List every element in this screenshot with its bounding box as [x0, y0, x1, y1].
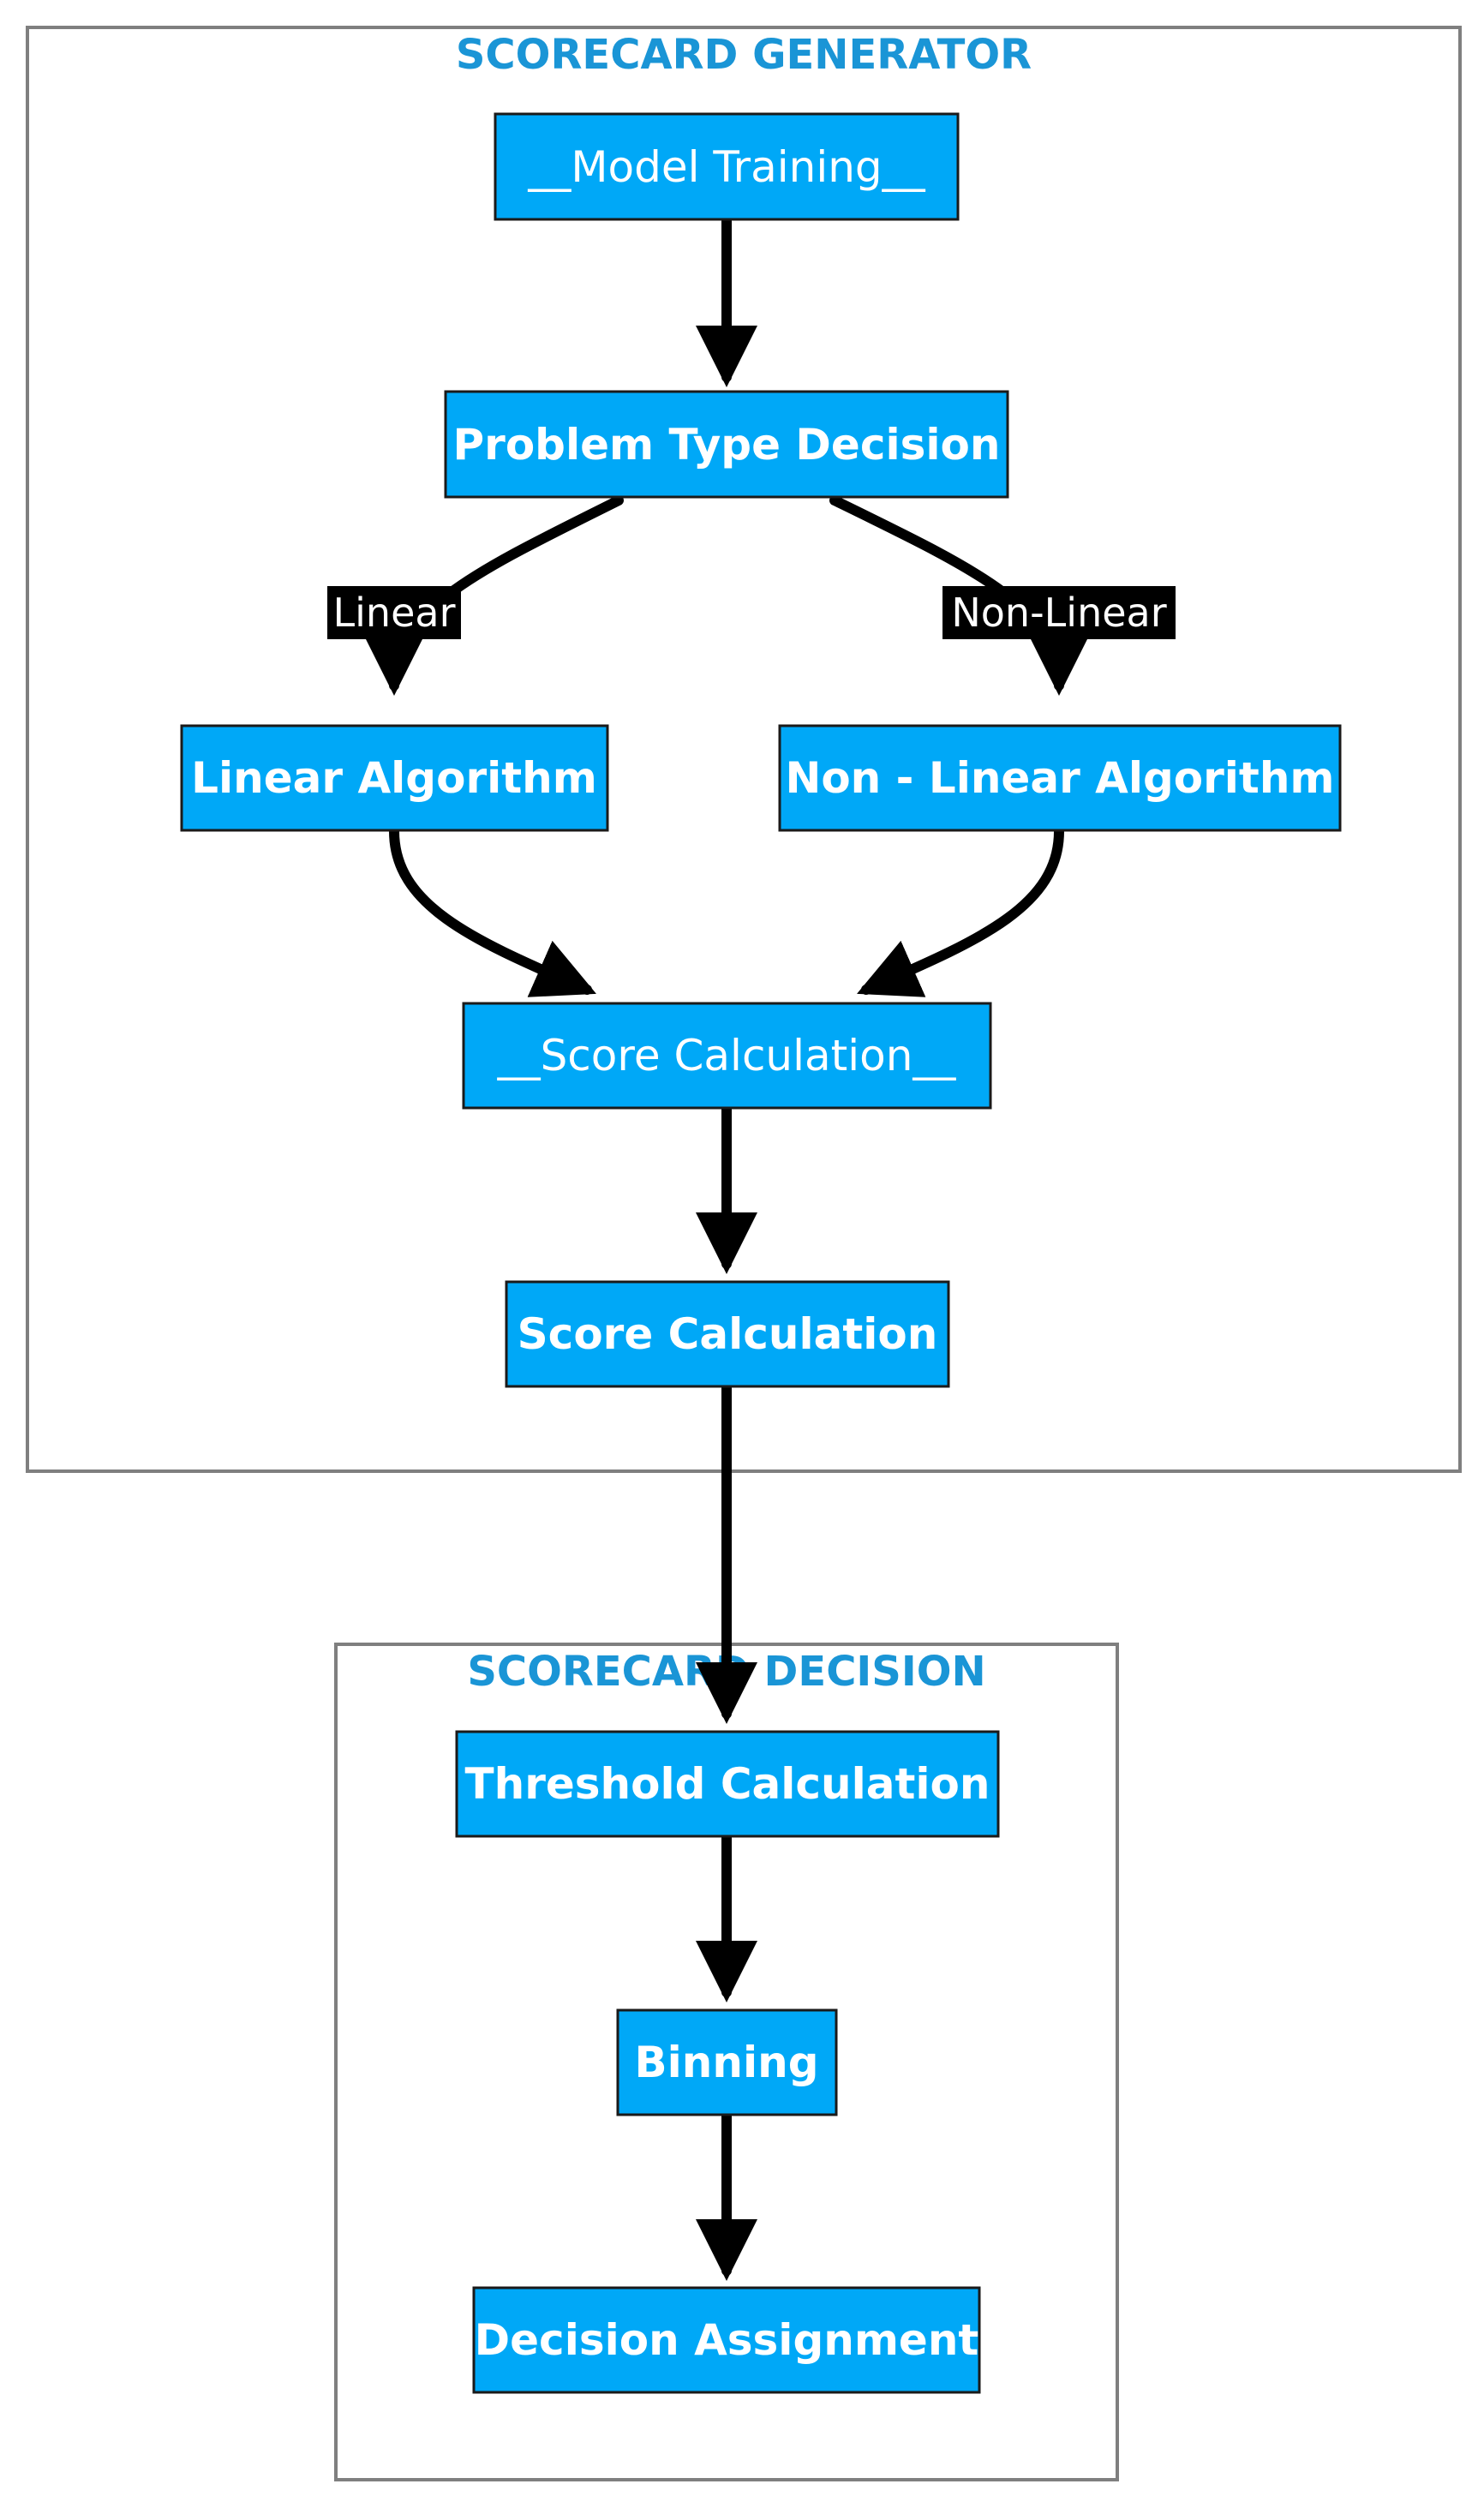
node-nonlinear-algorithm[interactable]: Non - Linear Algorithm	[778, 724, 1342, 832]
edges	[363, 216, 1090, 2281]
node-threshold-calculation-label: Threshold Calculation	[465, 1759, 990, 1809]
node-decision-assignment-label: Decision Assignment	[475, 2315, 979, 2365]
node-linear-algorithm[interactable]: Linear Algorithm	[180, 724, 609, 832]
edge-label-linear-bg	[327, 586, 461, 639]
node-problem-type-decision-label: Problem Type Decision	[453, 420, 1001, 470]
node-linear-algorithm-box[interactable]	[180, 724, 609, 832]
node-model-training-box[interactable]	[494, 112, 960, 221]
edge-nonlinear-to-score-header	[857, 826, 1064, 997]
cluster-generator-title: SCORECARD GENERATOR	[456, 31, 1032, 79]
edge-label-nonlinear-text: Non-Linear	[951, 590, 1166, 636]
node-binning-box[interactable]	[616, 2008, 838, 2116]
node-score-calculation-box[interactable]	[505, 1280, 950, 1388]
edge-label-linear: Linear	[327, 586, 461, 639]
node-binning-label: Binning	[635, 2038, 819, 2087]
node-score-calculation-header-label: __Score Calculation__	[497, 1031, 957, 1080]
node-model-training[interactable]: __Model Training__	[494, 112, 960, 221]
cluster-generator-border	[26, 26, 1462, 1473]
node-score-calculation-header-box[interactable]	[462, 1002, 992, 1110]
node-decision-assignment-box[interactable]	[472, 2286, 981, 2394]
node-score-calculation-label: Score Calculation	[518, 1309, 938, 1359]
node-model-training-label: __Model Training__	[527, 142, 925, 192]
edge-label-linear-text: Linear	[333, 590, 456, 636]
node-score-calculation[interactable]: Score Calculation	[505, 1280, 950, 1388]
node-threshold-calculation[interactable]: Threshold Calculation	[455, 1730, 1000, 1838]
node-problem-type-decision-box[interactable]	[444, 390, 1009, 499]
node-linear-algorithm-label: Linear Algorithm	[191, 753, 597, 803]
node-threshold-calculation-box[interactable]	[455, 1730, 1000, 1838]
node-nonlinear-algorithm-box[interactable]	[778, 724, 1342, 832]
edge-linear-to-score-header	[389, 826, 596, 997]
edge-label-nonlinear-bg	[942, 586, 1176, 639]
edge-label-nonlinear: Non-Linear	[942, 586, 1176, 639]
node-decision-assignment[interactable]: Decision Assignment	[472, 2286, 981, 2394]
node-nonlinear-algorithm-label: Non - Linear Algorithm	[785, 753, 1334, 803]
node-problem-type-decision[interactable]: Problem Type Decision	[444, 390, 1009, 499]
node-binning[interactable]: Binning	[616, 2008, 838, 2116]
node-score-calculation-header[interactable]: __Score Calculation__	[462, 1002, 992, 1110]
cluster-scorecard-generator: SCORECARD GENERATOR	[26, 26, 1462, 1473]
